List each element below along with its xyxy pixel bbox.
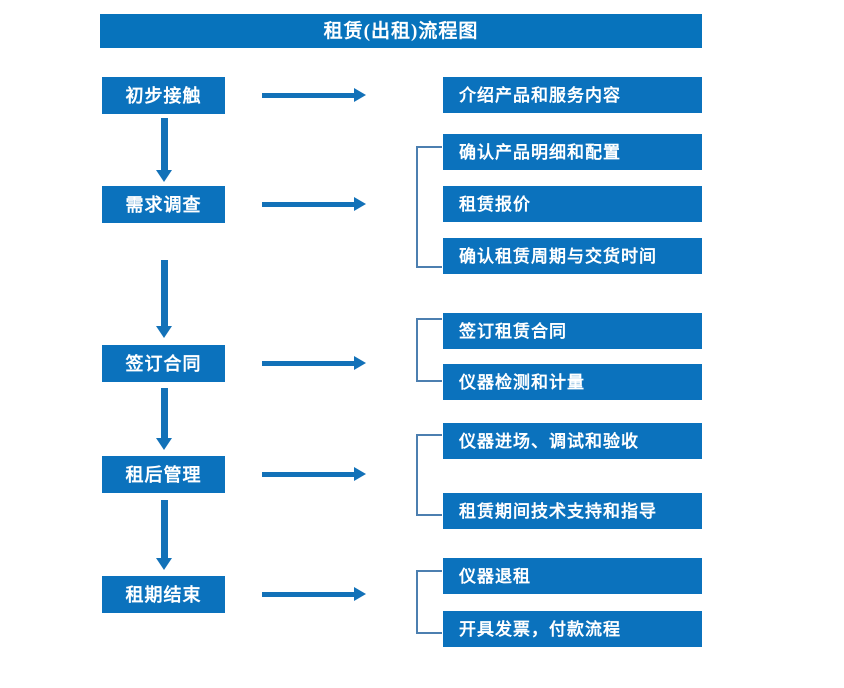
detail-box-1[interactable]: 介绍产品和服务内容 [443, 77, 702, 113]
group-bracket-2 [416, 318, 442, 382]
page-title: 租赁(出租)流程图 [100, 14, 702, 48]
right-arrow-icon-1 [262, 88, 366, 102]
group-bracket-3 [416, 434, 442, 516]
down-arrow-icon-2 [156, 260, 172, 338]
detail-box-7[interactable]: 仪器进场、调试和验收 [443, 423, 702, 459]
detail-box-10[interactable]: 开具发票，付款流程 [443, 611, 702, 647]
down-arrow-icon-1 [156, 118, 172, 182]
group-bracket-4 [416, 570, 442, 634]
stage-box-3[interactable]: 签订合同 [102, 345, 225, 382]
detail-box-4[interactable]: 确认租赁周期与交货时间 [443, 238, 702, 274]
detail-box-5[interactable]: 签订租赁合同 [443, 313, 702, 349]
right-arrow-icon-4 [262, 467, 366, 481]
right-arrow-icon-5 [262, 587, 366, 601]
detail-box-3[interactable]: 租赁报价 [443, 186, 702, 222]
detail-box-9[interactable]: 仪器退租 [443, 558, 702, 594]
detail-box-6[interactable]: 仪器检测和计量 [443, 364, 702, 400]
stage-box-2[interactable]: 需求调查 [102, 186, 225, 223]
down-arrow-icon-4 [156, 500, 172, 570]
stage-box-1[interactable]: 初步接触 [102, 77, 225, 114]
stage-box-5[interactable]: 租期结束 [102, 576, 225, 613]
right-arrow-icon-3 [262, 356, 366, 370]
stage-box-4[interactable]: 租后管理 [102, 456, 225, 493]
right-arrow-icon-2 [262, 197, 366, 211]
group-bracket-1 [416, 146, 442, 268]
detail-box-2[interactable]: 确认产品明细和配置 [443, 134, 702, 170]
detail-box-8[interactable]: 租赁期间技术支持和指导 [443, 493, 702, 529]
down-arrow-icon-3 [156, 388, 172, 450]
